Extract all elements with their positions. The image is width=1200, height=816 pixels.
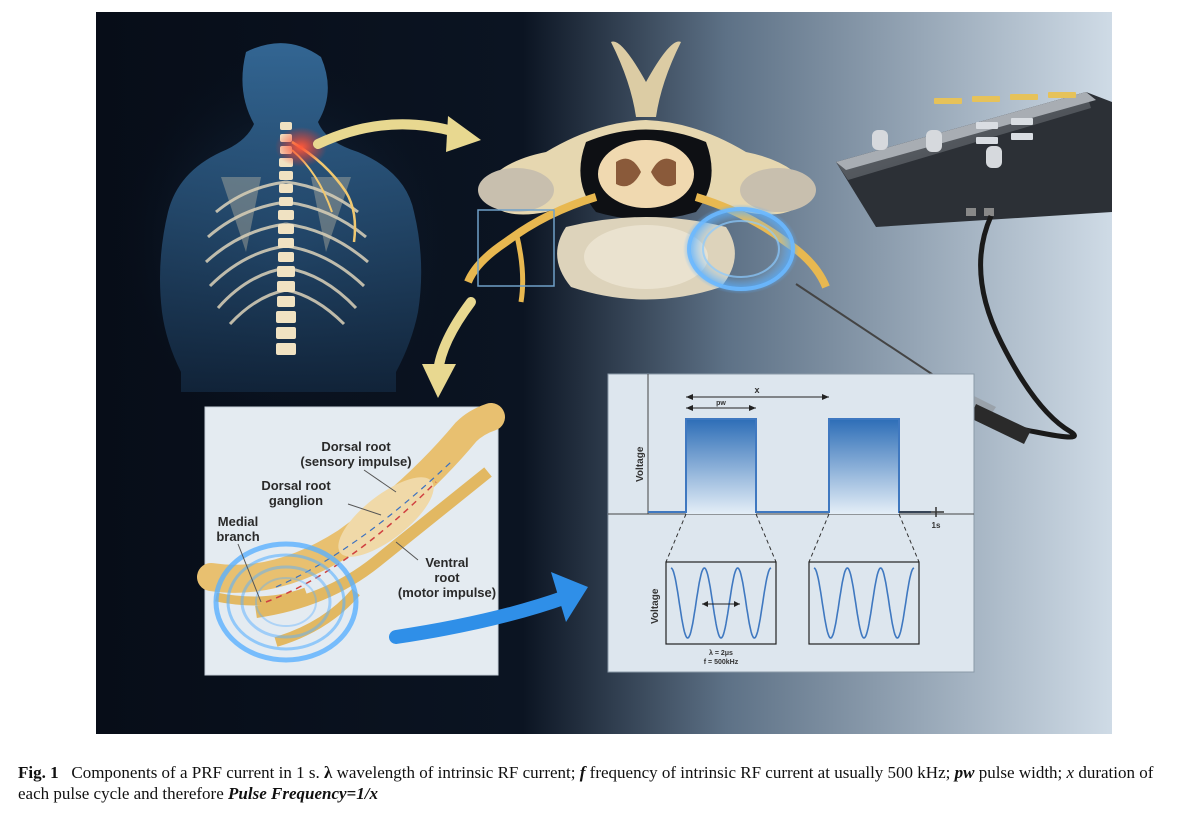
- vertebra-cross-section: [464, 41, 830, 303]
- rf-pulse-2: [829, 420, 899, 514]
- human-back-illustration: [116, 43, 456, 432]
- label-dorsal-root-1: Dorsal root: [321, 439, 391, 454]
- arrow-nerve-to-waveform: [389, 572, 588, 644]
- label-time: 1s: [932, 521, 941, 530]
- sine-wave-1: [670, 567, 772, 639]
- nerve-closeup-panel: Dorsal root (sensory impulse) Dorsal roo…: [197, 403, 505, 676]
- caption-fig-label: Fig. 1: [18, 763, 59, 782]
- figure-canvas: Dorsal root (sensory impulse) Dorsal roo…: [96, 12, 1112, 734]
- label-frequency: f = 500kHz: [704, 659, 739, 666]
- caption-text-5: duration of each pulse cycle and therefo…: [18, 763, 1154, 803]
- electrode-probe: [795, 283, 957, 391]
- label-drg-2: ganglion: [269, 493, 323, 508]
- label-medial-1: Medial: [218, 514, 258, 529]
- label-x: x: [754, 385, 759, 395]
- label-lambda: λ = 2μs: [709, 649, 733, 657]
- arrow-vertebra-to-nerve: [422, 297, 476, 398]
- arrow-body-to-vertebra: [313, 116, 481, 152]
- label-ventral-2: root: [434, 570, 460, 585]
- label-dorsal-root-2: (sensory impulse): [300, 454, 411, 469]
- caption-x: x: [1066, 763, 1075, 782]
- caption-f: f: [579, 763, 586, 782]
- caption-text-2: wavelength of intrinsic RF current;: [336, 763, 576, 782]
- prf-figure: Dorsal root (sensory impulse) Dorsal roo…: [96, 12, 1112, 734]
- caption-text-4: pulse width;: [978, 763, 1063, 782]
- caption-text-1: Components of a PRF current in 1 s.: [71, 763, 320, 782]
- zoom-box-2: [808, 561, 920, 645]
- caption-pulse-frequency: Pulse Frequency=1/x: [228, 784, 378, 803]
- figure-caption: Fig. 1 Components of a PRF current in 1 …: [18, 762, 1188, 804]
- waveform-panel: Voltage 1s x pw Voltage: [607, 373, 975, 673]
- label-voltage-top: Voltage: [635, 446, 646, 482]
- label-pw: pw: [716, 400, 726, 407]
- rf-pulse-1: [686, 420, 756, 514]
- caption-text-3: frequency of intrinsic RF current at usu…: [589, 763, 951, 782]
- label-ventral-3: (motor impulse): [398, 585, 496, 600]
- label-ventral-1: Ventral: [425, 555, 468, 570]
- caption-lambda: λ: [324, 763, 333, 782]
- label-voltage-bottom: Voltage: [650, 588, 661, 624]
- zoom-box-1: [665, 561, 777, 645]
- label-drg-1: Dorsal root: [261, 478, 331, 493]
- pain-glow: [275, 127, 327, 167]
- sine-wave-2: [813, 567, 915, 639]
- label-medial-2: branch: [216, 529, 259, 544]
- caption-pw: pw: [954, 763, 975, 782]
- rf-generator-device: [795, 92, 1112, 444]
